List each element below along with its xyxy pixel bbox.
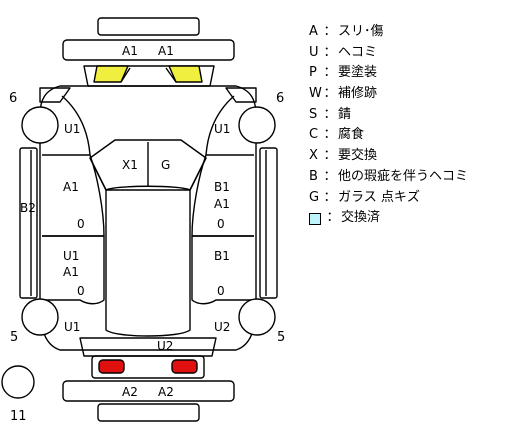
- windshield-center-left: [120, 67, 131, 83]
- left-fender: [39, 87, 71, 103]
- rear-garnish: [91, 355, 205, 379]
- legend-item: A ：スリ･傷: [309, 22, 509, 43]
- right-fender: [225, 87, 257, 103]
- rear-bumper-left-label: A2: [122, 385, 138, 399]
- left-marker-2: 0: [77, 284, 85, 298]
- car-body-diagram: A1 A1 X1 G U1 U1 A1 B2 U1 A1 U1 B1 A1 B1…: [1, 17, 285, 424]
- legend-separator: ：: [323, 106, 337, 122]
- rear-right-wheel: [238, 298, 276, 336]
- legend-item: G：ガラス 点キズ: [309, 188, 509, 209]
- rear-left-number: 5: [10, 330, 18, 345]
- legend-separator: ：: [323, 86, 337, 102]
- legend-text: スリ･傷: [338, 24, 384, 39]
- legend-text: ヘコミ: [338, 44, 378, 60]
- left-rocker-panel: [19, 147, 38, 299]
- legend-text: 補修跡: [338, 86, 378, 102]
- legend-text: 交換済: [341, 210, 381, 226]
- left-front-door-label: A1: [63, 180, 79, 194]
- front-left-number: 6: [9, 91, 17, 106]
- front-right-wheel-label: U1: [214, 122, 230, 136]
- right-marker-2: 0: [217, 284, 225, 298]
- front-bumper-top: [97, 17, 200, 36]
- front-panel-right-label: A1: [158, 44, 174, 58]
- front-right-number: 6: [276, 91, 284, 106]
- right-front-door-label-1: B1: [214, 180, 230, 194]
- left-rocker-label: B2: [20, 201, 36, 215]
- legend-separator: ：: [323, 148, 337, 164]
- rear-right-wheel-label: U2: [214, 320, 230, 334]
- rear-center-label: U2: [157, 339, 173, 353]
- right-taillight: [171, 359, 198, 374]
- left-marker-1: 0: [77, 217, 85, 231]
- spare-tire: [1, 365, 35, 399]
- right-a-pillar: [205, 95, 235, 156]
- left-a-pillar: [61, 95, 91, 156]
- right-marker-1: 0: [217, 217, 225, 231]
- rear-bumper-bottom: [97, 403, 200, 422]
- rear-bumper: [62, 380, 235, 402]
- legend-item: B ：他の瑕疵を伴うヘコミ: [309, 167, 509, 188]
- front-left-wheel-label: U1: [64, 122, 80, 136]
- front-right-wheel: [238, 106, 276, 144]
- left-rear-door-label-2: A1: [63, 265, 79, 279]
- front-left-wheel: [21, 106, 59, 144]
- legend-code: G: [309, 189, 320, 205]
- legend-code: P: [309, 65, 317, 81]
- left-taillight: [98, 359, 125, 374]
- right-front-door-label-2: A1: [214, 197, 230, 211]
- roof-right-label: G: [161, 158, 170, 172]
- legend-code: S: [309, 106, 318, 122]
- legend-text: 錆: [338, 106, 352, 122]
- legend-text: 要塗装: [338, 65, 378, 81]
- right-rocker-panel: [259, 147, 278, 299]
- rear-left-wheel: [21, 298, 59, 336]
- front-bumper: [62, 39, 235, 61]
- right-front-door: [191, 154, 254, 237]
- rear-panel: [79, 337, 217, 357]
- legend-code: X: [309, 148, 318, 164]
- legend-text: ガラス 点キズ: [338, 189, 420, 205]
- trunk-channel: [105, 185, 191, 337]
- right-rear-door-label: B1: [214, 249, 230, 263]
- rear-bumper-right-label: A2: [158, 385, 174, 399]
- legend-text: 腐食: [338, 127, 365, 143]
- legend-separator: ：: [326, 210, 340, 226]
- legend-text: 要交換: [338, 148, 378, 164]
- legend-item: S ：錆: [309, 105, 509, 126]
- rear-left-wheel-label: U1: [64, 320, 80, 334]
- legend-code: B: [309, 168, 318, 184]
- right-rear-door: [191, 235, 254, 305]
- legend-item: W：補修跡: [309, 84, 509, 105]
- legend-separator: ：: [323, 24, 337, 39]
- legend-separator: ：: [323, 127, 337, 143]
- legend-item: P ：要塗装: [309, 63, 509, 84]
- legend-separator: ：: [323, 65, 337, 81]
- rear-right-number: 5: [277, 330, 285, 345]
- legend-separator: ：: [323, 189, 337, 205]
- legend-item: C：腐食: [309, 125, 509, 146]
- legend-code: A: [309, 24, 318, 39]
- legend-code: C: [309, 127, 319, 143]
- roof-left-label: X1: [122, 158, 138, 172]
- legend-text: 他の瑕疵を伴うヘコミ: [338, 168, 469, 184]
- front-panel-left-label: A1: [122, 44, 138, 58]
- left-rear-door: [42, 235, 105, 305]
- replaced-color-swatch: [309, 212, 321, 225]
- left-rear-door-label-1: U1: [63, 249, 79, 263]
- legend-item: ：交換済: [309, 208, 509, 229]
- legend-code: U: [309, 44, 319, 60]
- legend-item: U：ヘコミ: [309, 43, 509, 64]
- legend-separator: ：: [323, 44, 337, 60]
- windshield-center-right: [165, 67, 177, 83]
- windshield-right-damage: [168, 65, 203, 83]
- legend-separator: ：: [323, 168, 337, 184]
- legend-item: X ：要交換: [309, 146, 509, 167]
- spare-number: 11: [10, 409, 27, 424]
- legend-code: W: [309, 86, 322, 102]
- left-front-door: [42, 154, 105, 237]
